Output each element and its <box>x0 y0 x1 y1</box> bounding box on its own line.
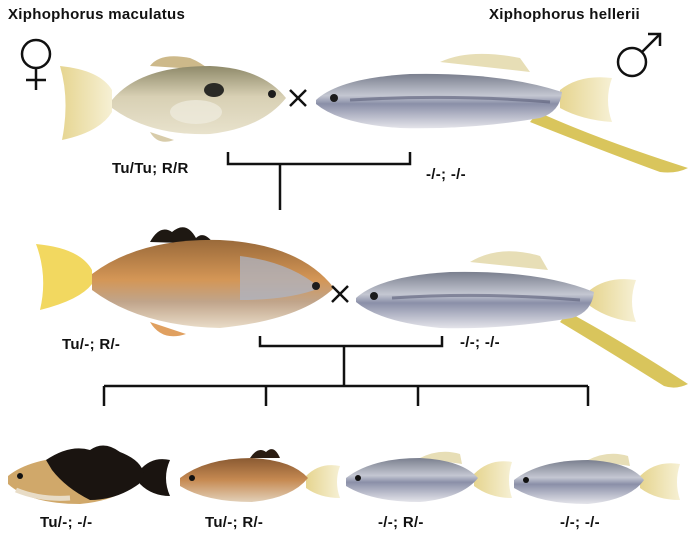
offspring-fish-2 <box>180 449 340 502</box>
platyfish-female-fish <box>60 56 286 142</box>
swordtail-male-fish-backcross <box>356 251 688 387</box>
female-symbol-icon <box>22 40 50 90</box>
offspring-genotype-1: Tu/-; -/- <box>40 514 92 531</box>
f1-hybrid-fish <box>36 227 334 336</box>
offspring-genotype-2: Tu/-; R/- <box>205 514 263 531</box>
swordtail-male-fish <box>316 54 688 173</box>
male-symbol-icon <box>618 34 660 76</box>
f1-hybrid-genotype: Tu/-; R/- <box>62 336 120 353</box>
parental-cross-connector <box>228 152 410 210</box>
offspring-fish-3 <box>346 452 512 502</box>
offspring-fish-1 <box>8 445 170 504</box>
offspring-fish-4 <box>514 454 680 504</box>
offspring-genotype-3: -/-; R/- <box>378 514 424 531</box>
backcross-male-genotype: -/-; -/- <box>460 334 500 351</box>
cross-mark-icon <box>290 90 306 106</box>
parental-female-genotype: Tu/Tu; R/R <box>112 160 189 177</box>
parental-male-genotype: -/-; -/- <box>426 166 466 183</box>
backcross-connector <box>104 336 588 406</box>
offspring-genotype-4: -/-; -/- <box>560 514 600 531</box>
cross-mark-icon <box>332 286 348 302</box>
